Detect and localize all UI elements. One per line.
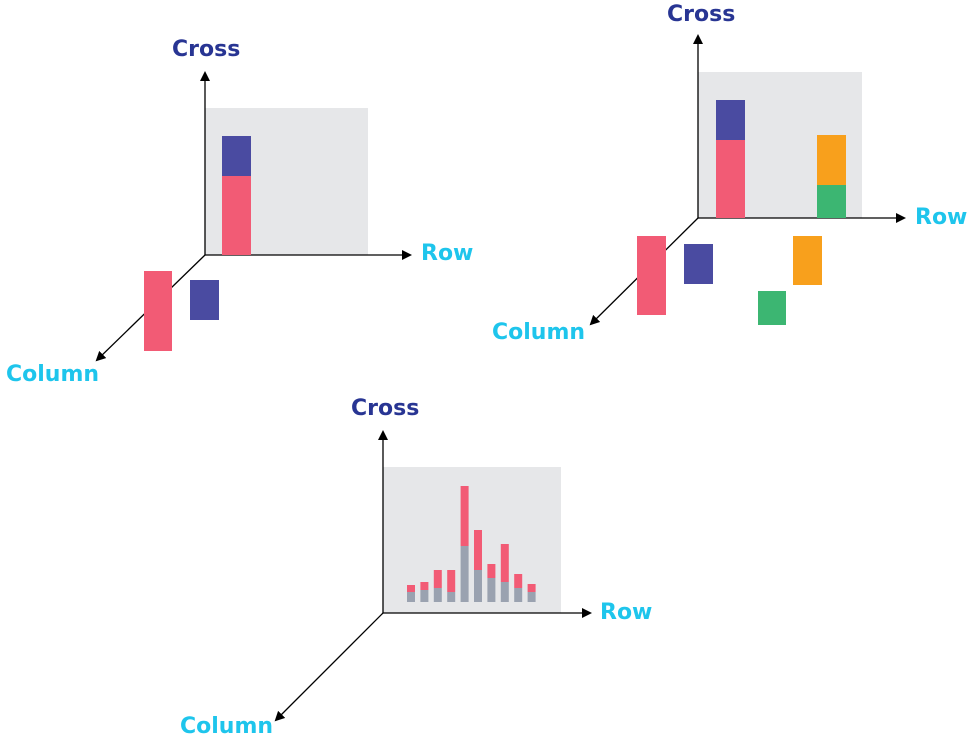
d2-stack2-top-segment: [817, 135, 846, 185]
d2-stack1-bottom-segment: [716, 140, 745, 218]
d1-column-axis-label: Column: [6, 362, 100, 387]
d3-bar-3-red-segment: [447, 570, 456, 592]
d3-bar-8-red-segment: [514, 574, 523, 588]
d3-cross-axis-label: Cross: [351, 396, 420, 421]
d2-row-axis-label: Row: [915, 205, 968, 230]
d2-cross-axis-label: Cross: [667, 2, 736, 27]
d2-red-projection: [637, 236, 666, 315]
double-stack-diagram: [589, 34, 906, 326]
d3-bar-0-red-segment: [407, 585, 415, 592]
d3-column-axis: [274, 612, 384, 722]
d1-red-projection: [144, 271, 172, 351]
d3-bar-2-red-segment: [433, 570, 442, 588]
d1-stack-top-segment: [222, 136, 251, 176]
d2-column-axis-label: Column: [492, 320, 586, 345]
d2-orange-projection: [793, 236, 822, 285]
d3-column-axis-label: Column: [180, 714, 274, 739]
d2-stack1-top-segment: [716, 100, 745, 140]
d3-bar-1-gray-segment: [420, 590, 429, 602]
d3-bar-0-gray-segment: [407, 592, 415, 602]
d3-bar-7-red-segment: [500, 544, 509, 582]
single-stack-diagram: [95, 71, 412, 362]
histogram-diagram: [274, 430, 592, 722]
d1-row-axis-label: Row: [421, 241, 474, 266]
d3-bar-9-gray-segment: [527, 592, 536, 602]
d3-row-axis-label: Row: [600, 600, 653, 625]
d3-bar-4-gray-segment: [460, 546, 469, 602]
d3-bar-5-gray-segment: [474, 570, 482, 602]
d3-bar-5-red-segment: [474, 530, 482, 570]
d3-bar-8-gray-segment: [514, 588, 523, 602]
d3-bar-6-red-segment: [487, 564, 496, 578]
d2-stack2-bottom-segment: [817, 185, 846, 218]
d3-bar-3-gray-segment: [447, 592, 456, 602]
d3-bar-4-red-segment: [460, 486, 469, 546]
d1-stack-bottom-segment: [222, 176, 251, 255]
d1-blue-projection: [190, 280, 219, 320]
d1-cross-axis-label: Cross: [172, 37, 241, 62]
d2-blue-projection: [684, 244, 713, 284]
d2-green-projection: [758, 291, 786, 325]
d3-bar-6-gray-segment: [487, 578, 496, 602]
d3-bar-2-gray-segment: [433, 588, 442, 602]
d3-bar-9-red-segment: [527, 584, 536, 592]
d3-bar-7-gray-segment: [500, 582, 509, 602]
d3-bar-1-red-segment: [420, 582, 429, 590]
